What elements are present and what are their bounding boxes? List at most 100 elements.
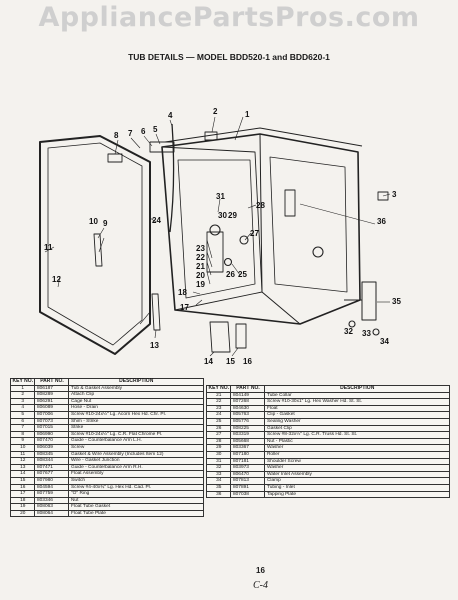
part-description: Sealing Washer xyxy=(264,417,450,426)
part-key: 35 xyxy=(205,483,232,492)
part-key: 23 xyxy=(205,404,232,413)
part-key: 29 xyxy=(205,444,232,452)
callout-19: 19 xyxy=(196,280,205,289)
callout-10: 10 xyxy=(89,217,98,226)
part-description: Roller xyxy=(264,450,450,459)
callout-13: 13 xyxy=(150,341,159,350)
part-key: 6 xyxy=(9,417,36,426)
part-key: 22 xyxy=(205,398,232,406)
part-key: 30 xyxy=(205,450,232,459)
part-number: 806089 xyxy=(34,404,70,412)
callout-34: 34 xyxy=(380,337,389,346)
header-description: DESCRIPTION xyxy=(264,385,450,393)
part-number: 807073 xyxy=(34,417,70,426)
part-description: Float xyxy=(264,404,450,413)
callout-29: 29 xyxy=(228,211,237,220)
part-description: Screw xyxy=(68,443,204,452)
part-key: 20 xyxy=(9,509,36,518)
part-key: 10 xyxy=(9,443,36,452)
part-key: 32 xyxy=(205,464,232,472)
part-description: Tapping Plate xyxy=(264,490,450,499)
callout-31: 31 xyxy=(216,192,225,201)
part-description: Float Assembly xyxy=(68,470,204,478)
part-number: 807471 xyxy=(34,463,70,472)
part-description: Screw #8-32x½" Lg. C.R. Truss Hd. St. St… xyxy=(264,431,450,439)
part-description: Tube Collar xyxy=(264,391,450,400)
part-key: 2 xyxy=(9,391,36,399)
callout-21: 21 xyxy=(196,262,205,271)
part-key: 24 xyxy=(205,411,232,419)
callout-3: 3 xyxy=(392,190,397,199)
callout-25: 25 xyxy=(238,270,247,279)
callout-33: 33 xyxy=(362,329,371,338)
part-number: 805763 xyxy=(230,411,266,419)
part-key: 13 xyxy=(9,463,36,472)
callout-1: 1 xyxy=(245,110,250,119)
part-key: 4 xyxy=(9,404,36,412)
part-description: Shoulder Screw xyxy=(264,457,450,466)
callout-26: 26 xyxy=(226,270,235,279)
part-number: 805776 xyxy=(230,417,266,426)
part-description: Float Tube Plate xyxy=(68,509,204,518)
callout-35: 35 xyxy=(392,297,401,306)
part-number: 806990 xyxy=(34,430,70,439)
part-number: 803346 xyxy=(34,496,70,505)
part-description: Strike xyxy=(68,424,204,432)
part-number: 807813 xyxy=(230,477,266,485)
callout-17: 17 xyxy=(180,303,189,312)
part-description: Gasket & Wire Assembly (Includes Item 12… xyxy=(68,450,204,459)
part-key: 25 xyxy=(205,417,232,426)
diagram-title: TUB DETAILS — MODEL BDD520-1 and BDD620-… xyxy=(128,52,330,62)
header-description: DESCRIPTION xyxy=(68,378,204,386)
callout-9: 9 xyxy=(103,219,108,228)
callout-7: 7 xyxy=(128,129,133,138)
part-description: Guide - Counterbalance Arm R.H. xyxy=(68,463,204,472)
part-key: 31 xyxy=(205,457,232,466)
callout-8: 8 xyxy=(114,131,119,140)
callout-4: 4 xyxy=(168,111,173,120)
header-key: KEY NO. xyxy=(205,385,232,393)
header-part: PART NO. xyxy=(34,378,70,386)
callout-23: 23 xyxy=(196,244,205,253)
part-key: 15 xyxy=(9,476,36,485)
part-key: 18 xyxy=(9,496,36,505)
part-number: 807180 xyxy=(230,450,266,459)
part-description: Clamp xyxy=(264,477,450,485)
part-number: 807268 xyxy=(230,398,266,406)
part-description: Hose - Drain xyxy=(68,404,204,412)
callout-30: 30 xyxy=(218,211,227,220)
part-number: 804630 xyxy=(230,404,266,413)
part-number: 807181 xyxy=(230,457,266,466)
part-number: 807006 xyxy=(34,410,70,419)
part-number: 808063 xyxy=(34,503,70,511)
part-number: 804594 xyxy=(34,483,70,492)
callout-24: 24 xyxy=(152,216,161,225)
page-number: 16 xyxy=(256,566,265,575)
callout-12: 12 xyxy=(52,275,61,284)
part-description: Screw #10-30x1" Lg. Hex Washer Hd. St. S… xyxy=(264,398,450,406)
part-key: 19 xyxy=(9,503,36,511)
part-number: 806039 xyxy=(34,443,70,452)
part-description: Guide - Counterbalance Arm L.H. xyxy=(68,437,204,445)
part-key: 16 xyxy=(9,483,36,492)
